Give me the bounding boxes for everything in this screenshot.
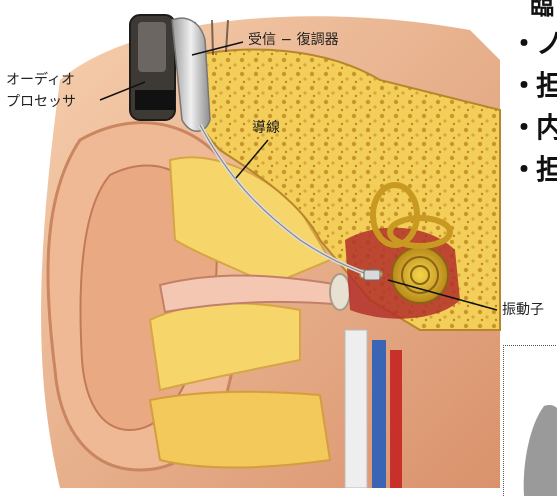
bullet-mark-3: ・ [510, 106, 538, 146]
inset-figure-frame [503, 345, 557, 496]
audio-processor-device [130, 15, 175, 120]
bullet-text-2: 担 [536, 64, 557, 104]
bullet-text-1: ノ [536, 22, 557, 62]
bullet-mark-4: ・ [510, 148, 538, 188]
bullet-mark-2: ・ [510, 64, 538, 104]
audio-processor-label-line2: プロセッサ [6, 92, 76, 112]
bullet-mark-1: ・ [510, 22, 538, 62]
audio-processor-label-line1: オーディオ [6, 70, 75, 90]
transducer-device [364, 270, 380, 280]
bullet-text-4: 担 [536, 148, 557, 188]
eardrum [330, 274, 350, 310]
receiver-demodulator-label: 受信 − 復調器 [248, 30, 339, 50]
bullet-text-3: 内 [536, 106, 557, 146]
ear-anatomy-diagram [0, 0, 557, 488]
conductor-lead-label: 導線 [252, 118, 280, 138]
eustachian-vessels [345, 330, 402, 488]
inset-figure [504, 346, 557, 496]
transducer-label: 振動子 [502, 300, 544, 320]
heading-fragment: 臨 [530, 0, 554, 21]
